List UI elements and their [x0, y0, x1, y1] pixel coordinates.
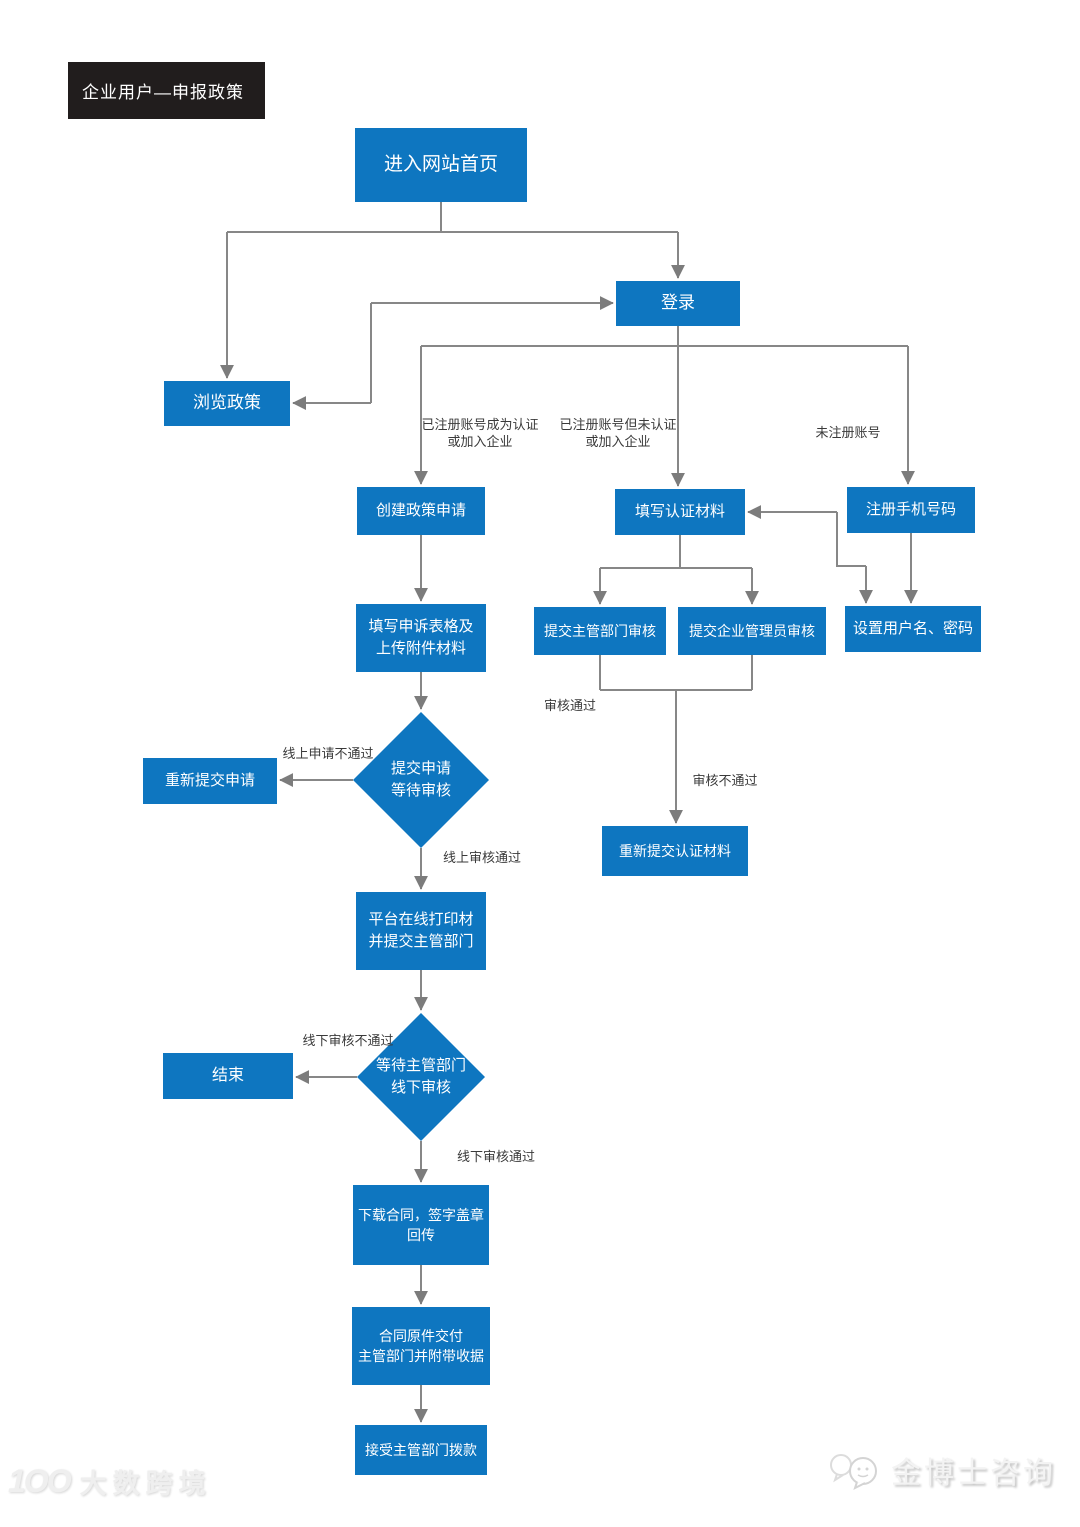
- edge-label-registered-certified: 已注册账号成为认证 或加入企业: [421, 417, 539, 449]
- node-create-application: 创建政策申请: [357, 487, 485, 535]
- node-login: 登录: [616, 281, 740, 326]
- edge-label-offline-reject: 线下审核不通过: [302, 1033, 394, 1048]
- chat-bubbles-icon: [830, 1454, 877, 1490]
- edge-label-offline-pass: 线下审核通过: [456, 1149, 535, 1164]
- edge-label-online-reject: 线上申请不通过: [282, 746, 374, 761]
- edge-label-review-fail: 审核不通过: [692, 773, 758, 788]
- node-receive-funds: 接受主管部门拨款: [355, 1425, 487, 1475]
- edge-label-review-pass: 审核通过: [543, 698, 596, 713]
- node-set-username-password: 设置用户名、密码: [845, 606, 981, 652]
- node-submit-admin-review: 提交企业管理员审核: [678, 607, 826, 655]
- watermark-bottom-right: 金博士咨询: [827, 1448, 1056, 1492]
- node-browse-policy: 浏览政策: [164, 381, 290, 426]
- watermark-right-text: 金博士咨询: [891, 1457, 1056, 1490]
- node-resubmit-application: 重新提交申请: [143, 758, 277, 804]
- edge-label-online-pass: 线上审核通过: [442, 850, 521, 865]
- decision-diamond-online-review: [353, 712, 489, 848]
- dashu-logo-icon: 1OO: [8, 1463, 72, 1499]
- edge-label-unregistered: 未注册账号: [815, 425, 881, 440]
- node-submit-dept-review: 提交主管部门审核: [534, 607, 666, 655]
- node-register-phone: 注册手机号码: [847, 487, 975, 533]
- node-print-materials: 平台在线打印材 并提交主管部门: [356, 892, 486, 970]
- connector-lines: [220, 202, 918, 1423]
- node-deliver-contract: 合同原件交付 主管部门并附带收据: [352, 1307, 490, 1385]
- watermark-bottom-left: 1OO 大数跨境: [8, 1462, 212, 1501]
- flowchart-title: 企业用户—申报政策: [68, 62, 265, 119]
- node-resubmit-cert-materials: 重新提交认证材料: [602, 826, 748, 876]
- node-fill-appeal-form: 填写申诉表格及 上传附件材料: [356, 604, 486, 672]
- decision-diamond-offline-review: [357, 1013, 485, 1141]
- node-download-contract: 下载合同，签字盖章 回传: [353, 1185, 489, 1265]
- flowchart-title-label: 企业用户—申报政策: [82, 83, 244, 102]
- node-fill-cert-materials: 填写认证材料: [615, 489, 745, 535]
- watermark-left-text: 大数跨境: [79, 1469, 212, 1499]
- edge-label-registered-uncertified: 已注册账号但未认证 或加入企业: [559, 417, 677, 449]
- node-end: 结束: [163, 1053, 293, 1099]
- node-enter-homepage: 进入网站首页: [355, 128, 527, 202]
